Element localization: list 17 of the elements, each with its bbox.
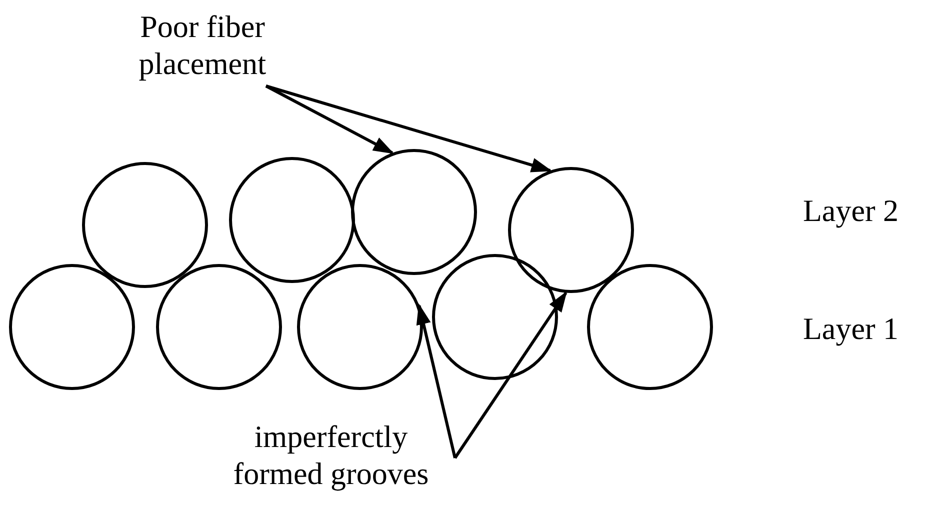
fiber-circle	[297, 264, 423, 390]
leader-line	[416, 304, 456, 458]
fiber-circle	[432, 254, 558, 380]
fiber-circle	[82, 162, 208, 288]
fiber-circle	[351, 149, 477, 275]
layer-label: Layer 2	[803, 192, 899, 229]
layer-label: Layer 1	[803, 310, 899, 347]
fiber-circle	[156, 264, 282, 390]
leader-line	[266, 84, 552, 172]
fiber-circle	[229, 157, 355, 283]
fiber-circle	[9, 264, 135, 390]
leader-line	[454, 291, 568, 459]
fiber-circle	[587, 264, 713, 390]
callout-text: Poor fiber placement	[135, 8, 270, 82]
fiber-circle	[508, 167, 634, 293]
leader-line	[265, 84, 394, 154]
callout-text: imperferctly formed grooves	[226, 418, 436, 492]
